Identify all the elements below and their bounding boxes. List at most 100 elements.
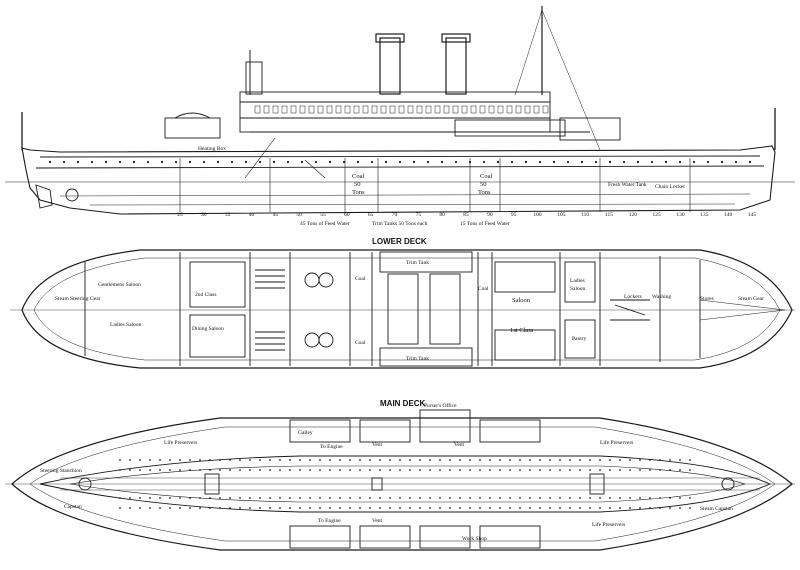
deck-rivet <box>599 497 601 499</box>
deck-rivet <box>439 459 441 461</box>
deck-rivet <box>659 497 661 499</box>
deck-rivet <box>349 469 351 471</box>
deck-rivet <box>679 469 681 471</box>
deck-rivet <box>479 469 481 471</box>
deck-rivet <box>339 459 341 461</box>
deck-rivet <box>249 497 251 499</box>
deckhouse-window <box>461 105 468 114</box>
deck-rivet <box>359 459 361 461</box>
porthole <box>538 160 542 164</box>
deck-rivet <box>649 507 651 509</box>
deck-rivet <box>149 469 151 471</box>
deck-rivet <box>499 459 501 461</box>
deck-rivet <box>509 469 511 471</box>
deck-rivet <box>609 459 611 461</box>
label-coal-c: Coal <box>478 286 489 292</box>
label-capstan-aft: Capstan <box>64 504 82 510</box>
deck-rivet <box>559 469 561 471</box>
label-stores: Stores <box>700 296 714 302</box>
deckhouse-window <box>362 105 369 114</box>
deckhouse-window <box>515 105 522 114</box>
deck-rivet <box>429 459 431 461</box>
deckhouse-window <box>371 105 378 114</box>
label-vent-top-2: Vent <box>454 442 465 448</box>
porthole <box>664 160 668 164</box>
deck-rivet <box>379 497 381 499</box>
deck-rivet <box>389 497 391 499</box>
deck-rivet <box>569 497 571 499</box>
deck-rivet <box>589 497 591 499</box>
label-galley: Galley <box>298 430 313 436</box>
frame-number: 55 <box>320 212 326 218</box>
deck-rivet <box>379 469 381 471</box>
deck-rivet <box>319 507 321 509</box>
deck-rivet <box>499 469 501 471</box>
deckhouse-window <box>290 105 297 114</box>
porthole <box>440 160 444 164</box>
deck-rivet <box>129 497 131 499</box>
deck-rivet <box>239 507 241 509</box>
deck-rivet <box>279 469 281 471</box>
frame-number: 140 <box>724 212 733 218</box>
deck-rivet <box>469 507 471 509</box>
porthole <box>160 160 164 164</box>
label-washing: Washing <box>652 294 671 300</box>
deck-rivet <box>229 459 231 461</box>
deck-rivet <box>139 497 141 499</box>
deck-rivet <box>429 497 431 499</box>
frame-number: 105 <box>557 212 566 218</box>
deck-rivet <box>269 459 271 461</box>
deck-rivet <box>149 459 151 461</box>
deck-rivet <box>369 507 371 509</box>
label-steam-gear: Steam Gear <box>738 296 764 302</box>
frame-number: 110 <box>581 212 589 218</box>
deckhouse-window <box>308 105 315 114</box>
deck-rivet <box>489 469 491 471</box>
label-feed-water-aft: 45 Tons of Feed Water <box>300 220 350 227</box>
deck-rivet <box>469 497 471 499</box>
porthole <box>370 160 374 164</box>
deck-rivet <box>299 497 301 499</box>
deck-rivet <box>279 497 281 499</box>
frame-number: 100 <box>533 212 542 218</box>
label-coal-1: Coal <box>352 173 364 180</box>
deckhouse-window <box>254 105 261 114</box>
deck-rivet <box>509 459 511 461</box>
deck-rivet <box>519 459 521 461</box>
deck-rivet <box>179 507 181 509</box>
deck-rivet <box>669 497 671 499</box>
deckhouse-window <box>488 105 495 114</box>
deckhouse-window <box>479 105 486 114</box>
deck-rivet <box>589 459 591 461</box>
deck-rivet <box>579 469 581 471</box>
porthole <box>90 160 94 164</box>
deckhouse-window <box>317 105 324 114</box>
deck-rivet <box>319 497 321 499</box>
deck-rivet <box>259 459 261 461</box>
label-steering-stanchion: Steering Stanchion <box>40 468 82 474</box>
deck-rivet <box>539 507 541 509</box>
deck-rivet <box>399 459 401 461</box>
deck-rivet <box>209 497 211 499</box>
deckhouse-window <box>533 105 540 114</box>
deckhouse-window <box>389 105 396 114</box>
frame-number: 85 <box>463 212 469 218</box>
deck-rivet <box>479 497 481 499</box>
deck-rivet <box>129 469 131 471</box>
frame-number: 30 <box>201 212 207 218</box>
porthole <box>314 160 318 164</box>
deck-rivet <box>619 459 621 461</box>
label-tons: Tons <box>352 189 365 196</box>
deck-rivet <box>619 469 621 471</box>
main-deck-plan <box>5 409 795 551</box>
deck-rivet <box>689 497 691 499</box>
deck-rivet <box>409 507 411 509</box>
deck-rivet <box>389 469 391 471</box>
deck-rivet <box>529 469 531 471</box>
deck-rivet <box>459 507 461 509</box>
porthole <box>48 160 52 164</box>
deck-rivet <box>679 497 681 499</box>
porthole <box>566 160 570 164</box>
deck-rivet <box>569 507 571 509</box>
deck-rivet <box>269 469 271 471</box>
